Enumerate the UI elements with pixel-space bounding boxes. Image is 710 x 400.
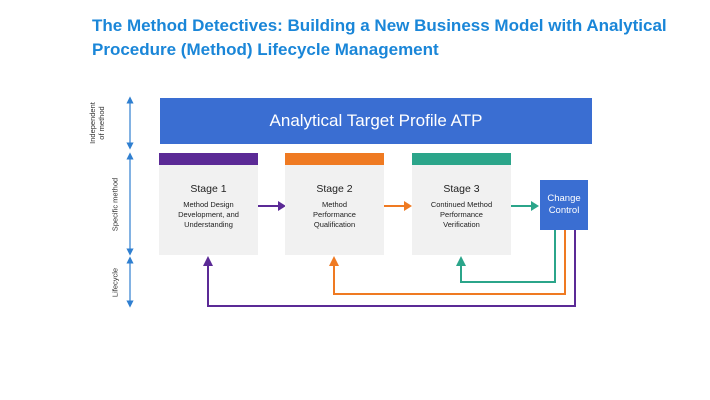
stage1-box: Stage 1 Method Design Development, and U…	[159, 165, 258, 255]
arrow-stage1-to-stage2-head	[278, 201, 286, 211]
feedback-to-stage2	[333, 230, 566, 295]
arrow-stage2-to-stage3-head	[404, 201, 412, 211]
feedback-to-stage2-head	[329, 256, 339, 266]
page-title: The Method Detectives: Building a New Bu…	[92, 16, 667, 59]
side-label-lifecycle: Lifecycle	[110, 267, 120, 298]
feedback-to-stage3	[460, 230, 556, 283]
feedback-to-stage1-head	[203, 256, 213, 266]
stage2-description: Method Performance Qualification	[313, 200, 356, 229]
stage1-title: Stage 1	[190, 183, 227, 195]
change-control-box: Change Control	[540, 180, 588, 230]
stage3-description: Continued Method Performance Verificatio…	[430, 200, 493, 229]
stage2-box: Stage 2 Method Performance Qualification	[285, 165, 384, 255]
change-control-label: Change Control	[547, 193, 581, 216]
stage3-color-bar	[412, 153, 511, 165]
side-label-independent: Independent of method	[88, 102, 106, 144]
atp-box: Analytical Target Profile ATP	[160, 98, 592, 144]
stage2-title: Stage 2	[316, 183, 353, 195]
feedback-to-stage1	[207, 230, 576, 307]
stage2-color-bar	[285, 153, 384, 165]
stage3-title: Stage 3	[443, 183, 480, 195]
atp-label: Analytical Target Profile ATP	[269, 111, 483, 130]
stage1-description: Method Design Development, and Understan…	[178, 200, 239, 229]
side-label-specific: Specific method	[110, 177, 120, 232]
feedback-to-stage3-head	[456, 256, 466, 266]
arrow-stage3-to-change-head	[531, 201, 539, 211]
stage3-box: Stage 3 Continued Method Performance Ver…	[412, 165, 511, 255]
stage1-color-bar	[159, 153, 258, 165]
